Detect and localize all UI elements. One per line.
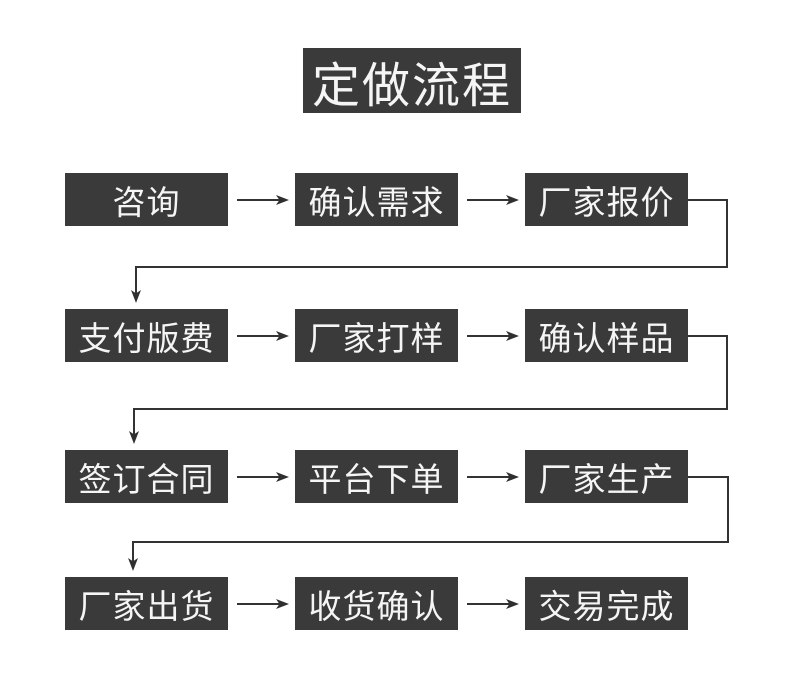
step-platform-order: 平台下单 <box>295 450 458 503</box>
step-confirm-demand: 确认需求 <box>295 173 458 226</box>
step-factory-sampling: 厂家打样 <box>295 309 458 362</box>
step-sign-contract: 签订合同 <box>65 450 228 503</box>
step-consult: 咨询 <box>65 173 228 226</box>
step-confirm-sample: 确认样品 <box>525 309 688 362</box>
step-pay-plate-fee: 支付版费 <box>65 309 228 362</box>
step-factory-quote: 厂家报价 <box>525 173 688 226</box>
step-factory-production: 厂家生产 <box>525 450 688 503</box>
step-factory-shipment: 厂家出货 <box>65 577 228 630</box>
step-deal-complete: 交易完成 <box>525 577 688 630</box>
flowchart-title: 定做流程 <box>303 48 521 113</box>
step-receipt-confirm: 收货确认 <box>295 577 458 630</box>
